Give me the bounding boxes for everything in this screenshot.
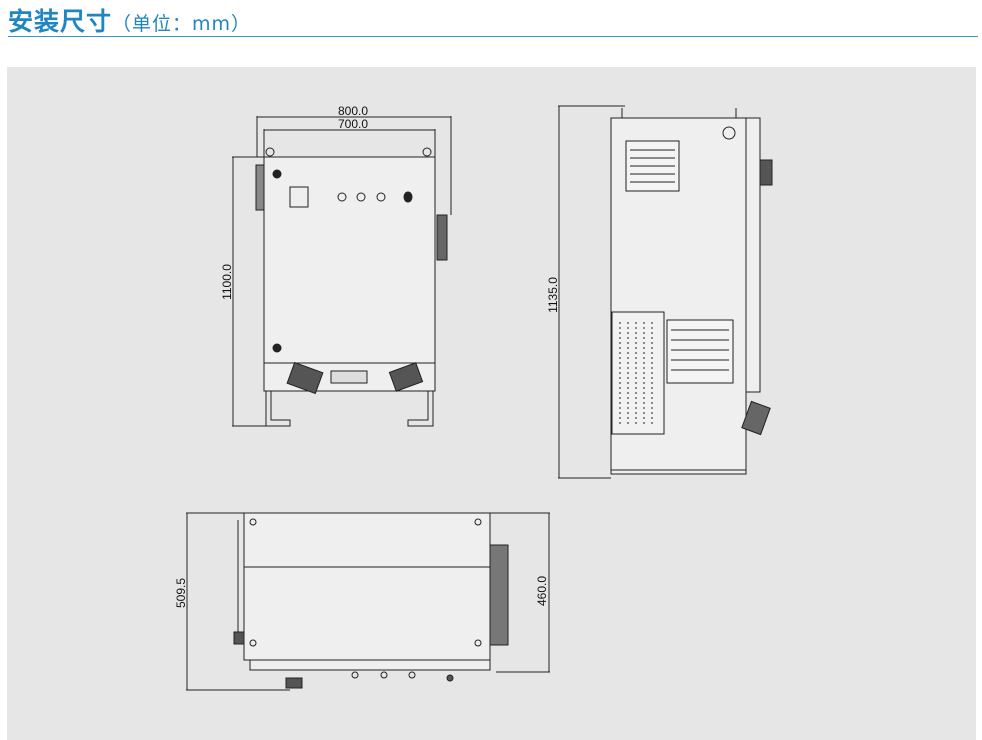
front-width-inner-label: 700.0: [338, 117, 368, 131]
top-depth-inner-label: 460.0: [535, 576, 549, 606]
title-divider: [8, 36, 978, 37]
title-text: 安装尺寸: [8, 7, 113, 36]
section-title: 安装尺寸（单位：mm）: [8, 2, 251, 38]
front-view: [232, 116, 452, 427]
side-view: [558, 105, 773, 479]
front-height-label: 1100.0: [220, 264, 234, 300]
side-height-label: 1135.0: [546, 277, 560, 313]
unit-note: （单位：mm）: [112, 13, 252, 35]
top-view: [186, 512, 550, 691]
top-depth-outer-label: 509.5: [174, 578, 188, 608]
front-width-outer-label: 800.0: [338, 104, 368, 118]
